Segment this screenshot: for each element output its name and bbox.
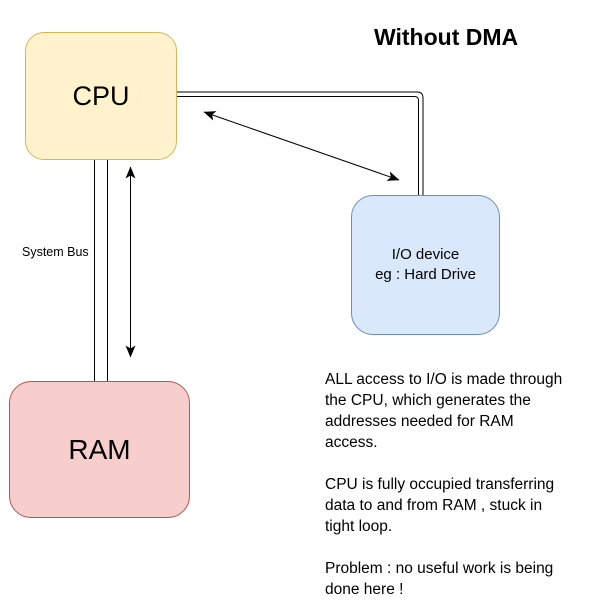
note-paragraph-1: ALL access to I/O is made through the CP… [325,371,563,451]
io-device-label: I/O device eg : Hard Drive [375,246,476,283]
cpu-ram-bus [94,159,108,382]
cpu-box: CPU [25,32,177,160]
cpu-io-arrow [203,111,400,181]
notes-block: ALL access to I/O is made through the CP… [325,369,601,601]
note-paragraph-3: Problem : no useful work is being done h… [325,560,554,598]
cpu-label: CPU [72,80,130,111]
diagram-title: Without DMA [374,24,519,50]
io-device-box: I/O device eg : Hard Drive [351,195,500,335]
ram-box: RAM [9,381,190,518]
cpu-io-bus [177,91,424,196]
ram-label: RAM [68,433,131,465]
note-paragraph-2: CPU is fully occupied transferring data … [325,476,555,535]
system-bus-label: System Bus [22,245,89,259]
